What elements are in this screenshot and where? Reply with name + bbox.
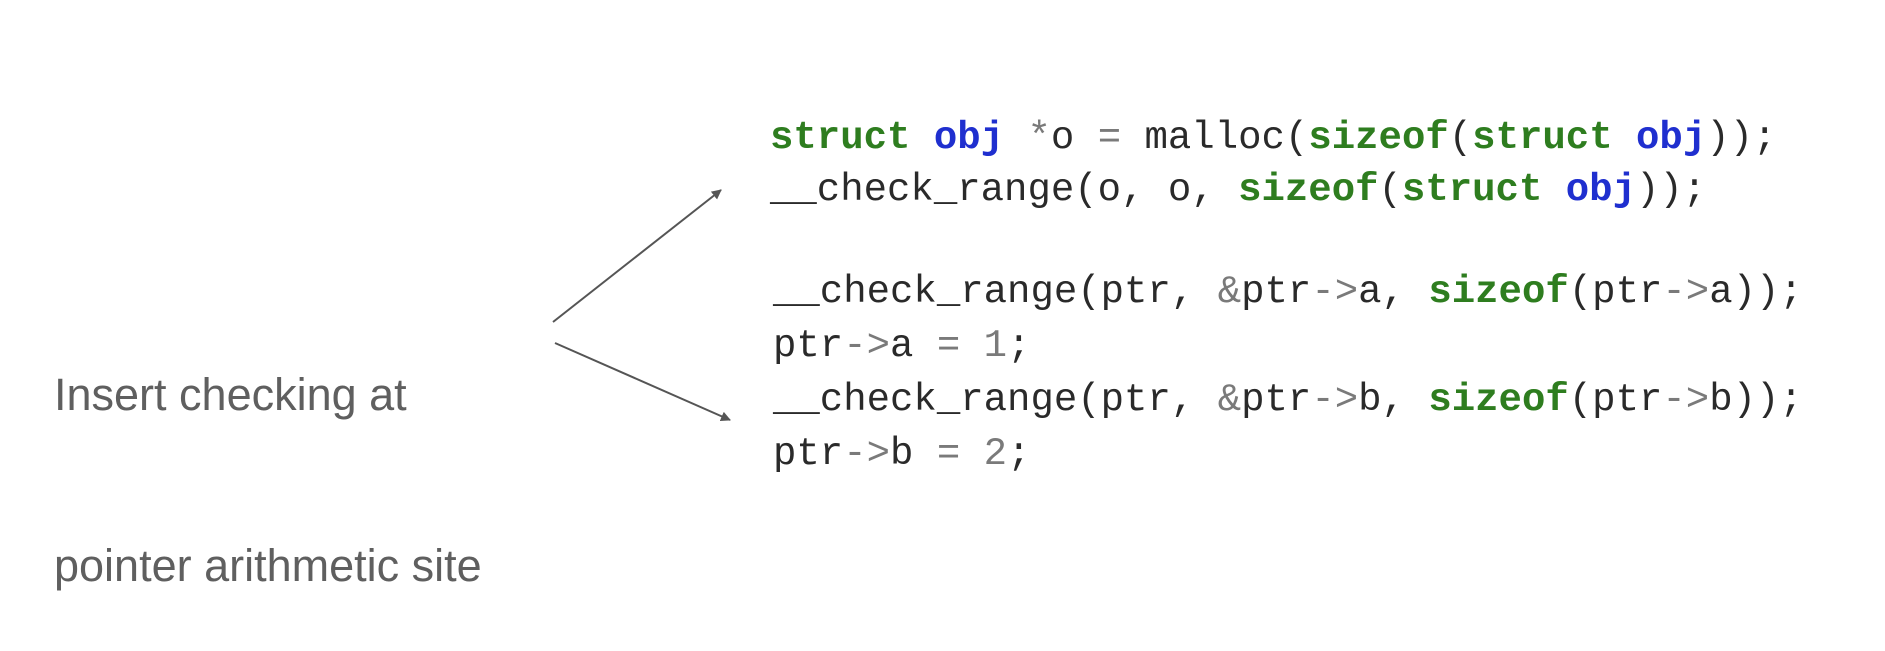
arrow-to-allocation-check bbox=[552, 189, 722, 323]
code-token bbox=[910, 116, 933, 160]
code-line-1-1: struct obj *o = malloc(sizeof(struct obj… bbox=[770, 115, 1776, 161]
code-line-2-1: __check_range(ptr, &ptr->a, sizeof(ptr->… bbox=[773, 269, 1803, 315]
code-token: obj bbox=[1636, 116, 1707, 160]
code-token: 2 bbox=[983, 432, 1008, 476]
code-token bbox=[960, 432, 983, 476]
arrow-to-field-access-check bbox=[554, 342, 731, 421]
code-token: malloc( bbox=[1121, 116, 1309, 160]
code-token: ; bbox=[1007, 324, 1031, 368]
code-token: a bbox=[890, 324, 937, 368]
code-token: __check_range(ptr, bbox=[773, 378, 1218, 422]
code-line-1-2: __check_range(o, o, sizeof(struct obj)); bbox=[770, 167, 1706, 213]
code-token: ptr bbox=[773, 432, 844, 476]
code-token: struct bbox=[1401, 168, 1543, 212]
code-token: ( bbox=[1448, 116, 1473, 160]
code-token: ptr bbox=[1241, 378, 1312, 422]
code-token: (ptr bbox=[1568, 378, 1663, 422]
code-line-2-4: ptr->b = 2; bbox=[773, 431, 1030, 477]
code-token: 1 bbox=[983, 324, 1008, 368]
code-token: b bbox=[890, 432, 937, 476]
annotation-line-1: Insert checking at bbox=[54, 369, 407, 420]
code-token: __check_range(o, o, bbox=[770, 168, 1239, 212]
code-token: & bbox=[1217, 378, 1242, 422]
code-token: ( bbox=[1378, 168, 1402, 212]
code-token: struct bbox=[1472, 116, 1613, 160]
code-token: sizeof bbox=[1308, 116, 1449, 160]
code-token: b, bbox=[1358, 378, 1429, 422]
code-token bbox=[1542, 168, 1565, 212]
code-token: = bbox=[1097, 116, 1122, 160]
code-token: -> bbox=[1311, 378, 1359, 422]
code-token: sizeof bbox=[1238, 168, 1379, 212]
code-token: -> bbox=[843, 324, 891, 368]
code-token: sizeof bbox=[1428, 378, 1569, 422]
code-token: sizeof bbox=[1428, 270, 1569, 314]
code-token: = bbox=[936, 324, 961, 368]
code-token: ; bbox=[1007, 432, 1031, 476]
code-token: struct bbox=[770, 116, 911, 160]
code-token: & bbox=[1217, 270, 1242, 314]
code-token: )); bbox=[1706, 116, 1777, 160]
code-token bbox=[1613, 116, 1636, 160]
code-token: ptr bbox=[1241, 270, 1312, 314]
code-token bbox=[1004, 116, 1027, 160]
code-line-2-3: __check_range(ptr, &ptr->b, sizeof(ptr->… bbox=[773, 377, 1803, 423]
code-token: __check_range(ptr, bbox=[773, 270, 1218, 314]
code-token: a)); bbox=[1709, 270, 1803, 314]
code-token: -> bbox=[1662, 378, 1710, 422]
code-token: )); bbox=[1635, 168, 1707, 212]
code-token: ptr bbox=[773, 324, 844, 368]
code-token: = bbox=[936, 432, 961, 476]
code-token: obj bbox=[933, 116, 1005, 160]
code-token: a, bbox=[1358, 270, 1429, 314]
code-token: b)); bbox=[1709, 378, 1803, 422]
code-token: -> bbox=[1311, 270, 1359, 314]
code-token: -> bbox=[843, 432, 891, 476]
arrows bbox=[552, 189, 731, 421]
code-token bbox=[960, 324, 983, 368]
code-token: (ptr bbox=[1568, 270, 1663, 314]
code-token: obj bbox=[1565, 168, 1636, 212]
code-token: * bbox=[1027, 116, 1051, 160]
code-token: o bbox=[1050, 116, 1098, 160]
code-line-2-2: ptr->a = 1; bbox=[773, 323, 1030, 369]
code-token: -> bbox=[1662, 270, 1710, 314]
